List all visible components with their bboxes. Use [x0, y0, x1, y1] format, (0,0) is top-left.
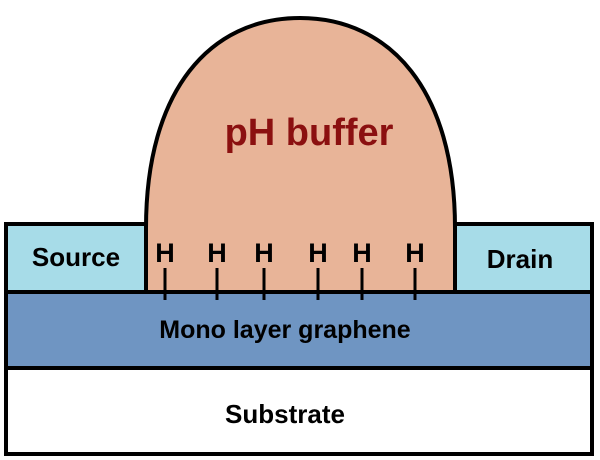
hydrogen-atom-3: H: [254, 238, 274, 268]
graphene-label: Mono layer graphene: [159, 316, 411, 344]
hydrogen-atom-5: H: [352, 238, 372, 268]
substrate-layer: [4, 366, 594, 456]
source-electrode: [4, 222, 148, 294]
hydrogen-atom-4: H: [308, 238, 328, 268]
source-label: Source: [32, 242, 120, 272]
drain-electrode: [453, 222, 594, 294]
hydrogen-atoms: H H H H H H: [155, 238, 425, 300]
hydrogen-atom-2: H: [207, 238, 227, 268]
graphene-layer: [4, 290, 594, 370]
buffer-label: pH buffer: [225, 112, 394, 154]
ph-buffer-droplet: [144, 15, 457, 294]
hydrogen-atom-1: H: [155, 238, 175, 268]
hydrogen-atom-6: H: [405, 238, 425, 268]
drain-label: Drain: [487, 244, 553, 274]
substrate-label: Substrate: [225, 399, 345, 429]
